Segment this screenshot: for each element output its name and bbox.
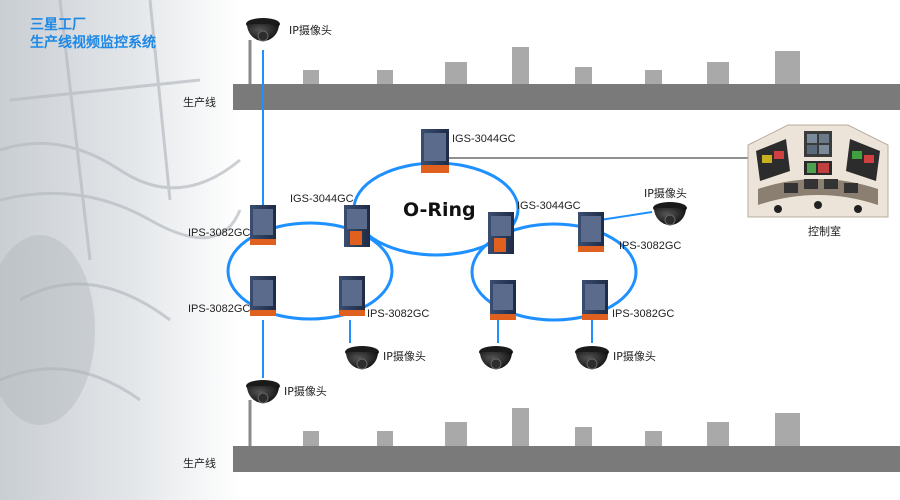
switch-igs-right (488, 212, 514, 254)
sub-ring-right (470, 222, 638, 322)
switch-ips-2 (250, 276, 276, 316)
dome-camera-icon (345, 346, 379, 370)
switch-label: IPS-3082GC (367, 308, 430, 320)
switch-ips-6 (582, 280, 608, 320)
production-line-bottom (233, 408, 900, 472)
production-line-top (233, 47, 900, 110)
camera-label: IP摄像头 (284, 385, 327, 398)
switch-ips-5 (490, 280, 516, 320)
production-line-label-bottom: 生产线 (183, 457, 216, 470)
dome-camera-icon (246, 18, 280, 42)
network-links (262, 50, 653, 378)
dome-camera-icon (479, 346, 513, 370)
control-room-label: 控制室 (808, 225, 841, 238)
switch-label: IGS-3044GC (517, 200, 581, 212)
sub-ring-left (226, 221, 394, 321)
dome-camera-icon (246, 380, 280, 404)
switch-ips-1 (250, 205, 276, 245)
control-room-icon (747, 124, 889, 218)
dome-camera-icon (575, 346, 609, 370)
rings (226, 161, 638, 322)
switch-ips-3 (339, 276, 365, 316)
switch-label: IPS-3082GC (619, 240, 682, 252)
page-title-line1: 三星工厂 (30, 17, 86, 33)
page-title-line2: 生产线视频监控系统 (30, 35, 156, 51)
camera-label: IP摄像头 (383, 350, 426, 363)
switch-igs-left (344, 205, 370, 247)
camera-label: IP摄像头 (644, 187, 687, 200)
switch-label: IPS-3082GC (188, 227, 251, 239)
camera-label: IP摄像头 (613, 350, 656, 363)
dome-camera-icon (653, 202, 687, 226)
switch-label: IGS-3044GC (290, 193, 354, 205)
o-ring-label: O-Ring (403, 199, 476, 221)
switch-label: IPS-3082GC (188, 303, 251, 315)
switch-label: IPS-3082GC (612, 308, 675, 320)
switch-ips-4 (578, 212, 604, 252)
camera-label: IP摄像头 (289, 24, 332, 37)
switch-label: IGS-3044GC (452, 133, 516, 145)
factory-background (0, 0, 242, 500)
switch-igs-top (421, 129, 449, 173)
production-line-label-top: 生产线 (183, 96, 216, 109)
